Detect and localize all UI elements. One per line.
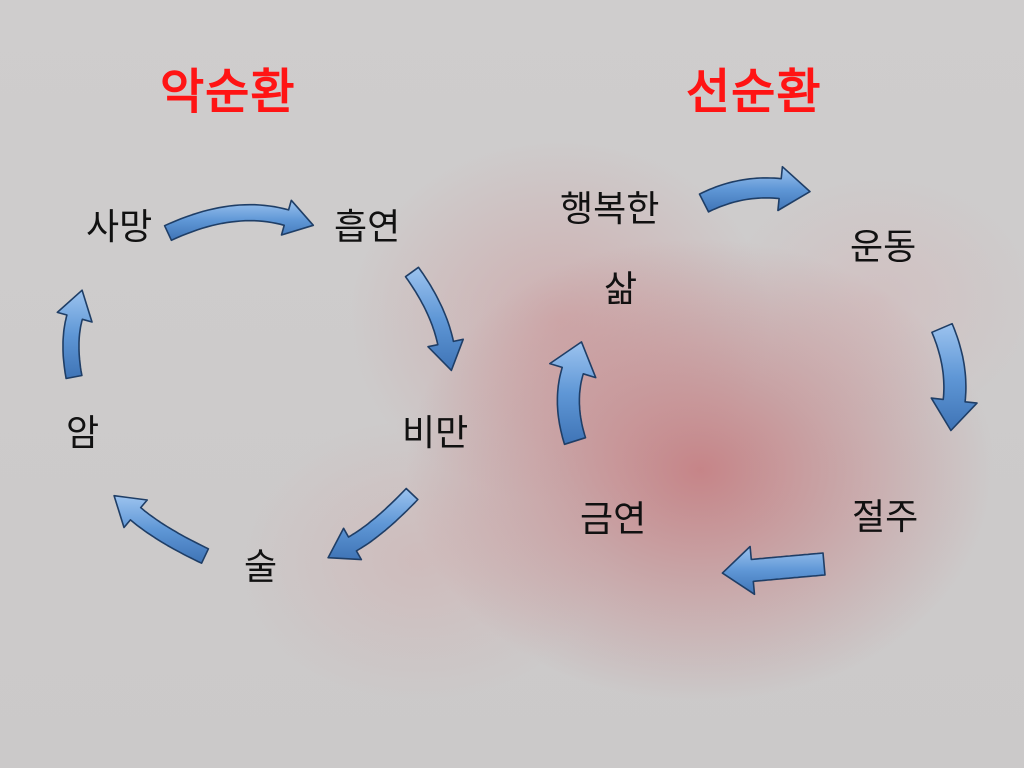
node-cancer: 암 <box>66 413 100 454</box>
arrow-smoking-to-obesity <box>404 266 464 372</box>
arrow-death-to-smoking <box>163 199 315 242</box>
node-smoking: 흡연 <box>334 207 401 248</box>
virtuous-cycle-title: 선순환 <box>686 64 822 120</box>
node-alcohol: 술 <box>244 547 278 588</box>
node-happy-life-line2: 삶 <box>604 269 638 310</box>
vicious-cycle-title: 악순환 <box>160 64 296 120</box>
arrow-moderation-to-quitting <box>721 545 826 596</box>
arrow-quitting-to-happylife <box>549 341 597 446</box>
arrow-exercise-to-moderation <box>930 322 978 432</box>
node-exercise: 운동 <box>850 227 917 268</box>
node-quit-smoking: 금연 <box>580 499 647 540</box>
node-happy-life-line1: 행복한 <box>560 189 660 230</box>
arrow-obesity-to-alcohol <box>327 487 419 561</box>
node-obesity: 비만 <box>402 413 469 454</box>
node-death: 사망 <box>86 207 153 248</box>
arrow-alcohol-to-cancer <box>113 494 210 564</box>
node-moderate-drinking: 절주 <box>852 497 919 538</box>
arrow-cancer-to-death <box>56 289 93 380</box>
arrow-happylife-to-exercise <box>698 165 811 213</box>
